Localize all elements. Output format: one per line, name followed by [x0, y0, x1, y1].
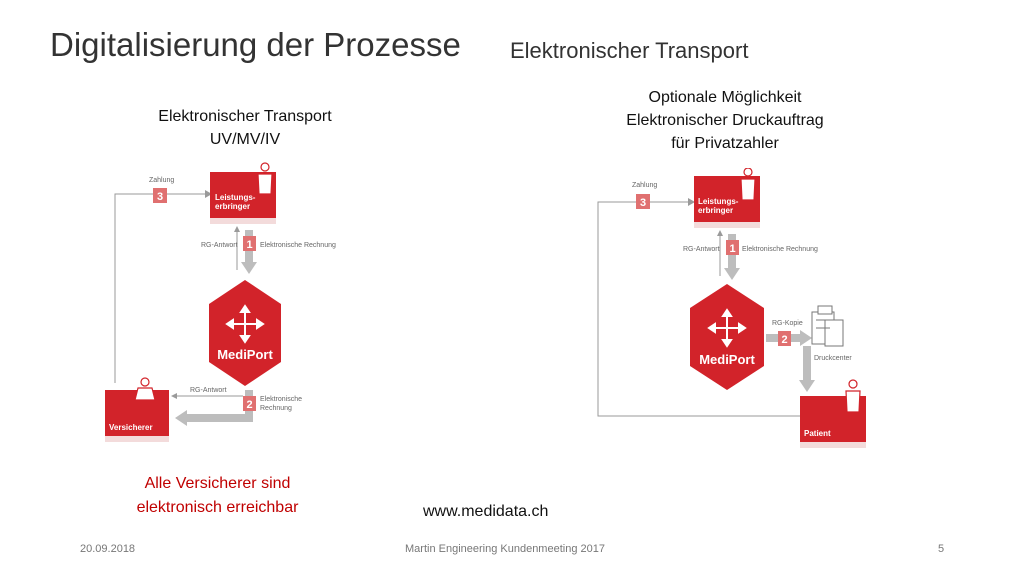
invoice-label-2b: Rechnung — [260, 405, 292, 412]
step-1-badge — [243, 236, 256, 251]
insurer-person-icon — [134, 377, 156, 401]
step-3-label: Zahlung — [632, 182, 657, 189]
invoice-arrowhead-2 — [175, 410, 187, 426]
step-3-number: 3 — [640, 197, 646, 209]
left-flow-diagram: 3 Zahlung Leistungs- erbringer 1 RG-Antw… — [105, 162, 336, 442]
insurer-note-line-2: elektronisch erreichbar — [136, 499, 299, 516]
invoice-label-1: Elektronische Rechnung — [742, 246, 818, 253]
reply-label-1: RG-Antwort — [201, 242, 238, 249]
footer-date: 20.09.2018 — [80, 543, 136, 555]
right-caption-line-2: Elektronischer Druckauftrag — [626, 112, 824, 129]
provider-label-2: erbringer — [698, 206, 733, 215]
payment-arrowhead — [688, 198, 695, 206]
slide-title: Digitalisierung der Prozesse — [50, 26, 461, 63]
insurer-label: Versicherer — [109, 423, 153, 432]
website-link[interactable]: www.medidata.ch — [423, 503, 549, 520]
mediport-label: MediPort — [217, 347, 273, 362]
provider-box-shadow — [694, 222, 760, 228]
right-caption-line-1: Optionale Möglichkeit — [648, 89, 802, 106]
reply-arrowhead-1 — [234, 226, 240, 232]
insurer-box-shadow — [105, 436, 169, 442]
invoice-arrowhead-1 — [241, 262, 257, 274]
doctor-icon — [740, 168, 756, 201]
patient-person-icon — [845, 379, 861, 413]
right-caption: Optionale Möglichkeit Elektronischer Dru… — [595, 86, 855, 155]
invoice-label-2a: Elektronische — [260, 396, 302, 403]
right-caption-line-3: für Privatzahler — [671, 135, 779, 152]
patient-box-shadow — [800, 442, 866, 448]
reply-label-2: RG-Antwort — [190, 387, 227, 394]
step-3-badge — [636, 194, 650, 209]
step-3-label: Zahlung — [149, 177, 174, 184]
print-arrow — [803, 346, 811, 380]
provider-box-shadow — [210, 218, 276, 224]
left-caption-line-2: UV/MV/IV — [209, 131, 281, 148]
move-arrows-icon — [707, 308, 747, 348]
doctor-icon — [257, 162, 273, 195]
footer-page-number: 5 — [938, 543, 945, 555]
invoice-arrowhead-1 — [724, 268, 740, 280]
footer-event: Martin Engineering Kundenmeeting 2017 — [405, 543, 605, 555]
patient-label: Patient — [804, 429, 831, 438]
left-caption-line-1: Elektronischer Transport — [158, 108, 332, 125]
step-3-number: 3 — [157, 191, 163, 203]
mediport-label: MediPort — [699, 352, 755, 367]
step-2-badge — [243, 396, 256, 411]
insurer-note-line-1: Alle Versicherer sind — [144, 475, 291, 492]
provider-label-1: Leistungs- — [698, 197, 739, 206]
payment-arrowhead — [205, 190, 212, 198]
invoice-label-1: Elektronische Rechnung — [260, 242, 336, 249]
step-1-number: 1 — [246, 239, 252, 251]
reply-label-1: RG-Antwort — [683, 246, 720, 253]
step-2-number: 2 — [246, 399, 252, 411]
move-arrows-icon — [225, 304, 265, 344]
step-1-number: 1 — [729, 243, 735, 255]
copy-arrowhead — [800, 330, 812, 346]
print-center-label: Druckcenter — [814, 355, 852, 362]
insurer-note: Alle Versicherer sind elektronisch errei… — [105, 472, 330, 520]
copy-label: RG-Kopie — [772, 320, 803, 327]
right-flow-diagram: 3 Zahlung Leistungs- erbringer 1 RG-Antw… — [597, 168, 866, 448]
payment-line — [114, 193, 205, 383]
left-caption: Elektronischer Transport UV/MV/IV — [120, 105, 370, 151]
reply-arrowhead-1 — [717, 230, 723, 236]
provider-label-2: erbringer — [215, 202, 250, 211]
reply-arrowhead-2 — [171, 393, 177, 399]
provider-label-1: Leistungs- — [215, 193, 256, 202]
printer-icon — [811, 305, 844, 347]
step-2-badge — [778, 331, 791, 346]
step-1-badge — [726, 240, 739, 255]
step-3-badge — [153, 188, 167, 203]
step-2-number: 2 — [781, 334, 787, 346]
invoice-arrow-2-horizontal — [185, 414, 253, 422]
print-arrowhead — [799, 380, 815, 392]
slide-subtitle: Elektronischer Transport — [510, 38, 749, 63]
